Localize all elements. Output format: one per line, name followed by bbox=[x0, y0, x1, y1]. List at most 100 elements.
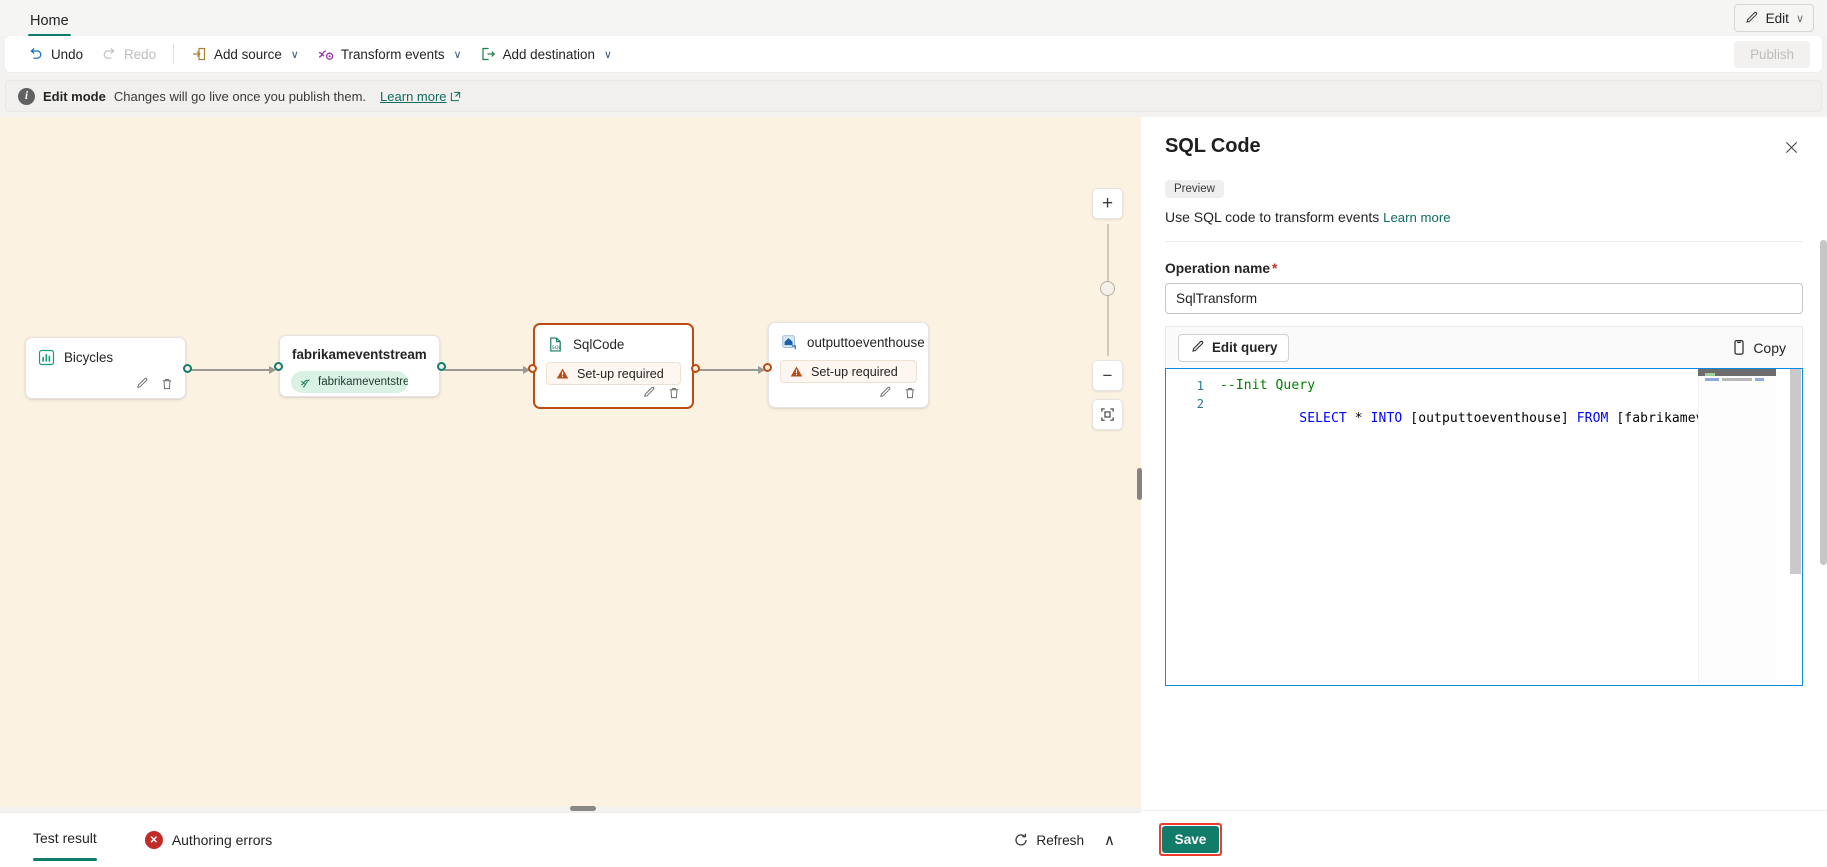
operation-name-input[interactable] bbox=[1165, 283, 1803, 314]
zoom-slider-thumb[interactable] bbox=[1100, 281, 1115, 296]
node-actions bbox=[135, 377, 174, 391]
chevron-up-icon: ∧ bbox=[1104, 832, 1115, 849]
canvas-node-fabrikameventstream[interactable]: fabrikameventstream fabrikameventstre... bbox=[273, 335, 446, 397]
node-title-row: SQL SqlCode bbox=[535, 325, 692, 353]
tab-home[interactable]: Home bbox=[22, 9, 77, 36]
undo-label: Undo bbox=[51, 46, 84, 62]
sql-code-editor[interactable]: 1 2 --Init Query SELECT * INTO [outputto… bbox=[1165, 368, 1803, 686]
add-source-label: Add source bbox=[214, 46, 282, 62]
canvas-node-outputtoeventhouse[interactable]: outputtoeventhouse Set-up required bbox=[762, 322, 929, 408]
editor-minimap[interactable] bbox=[1698, 369, 1776, 685]
redo-label: Redo bbox=[124, 46, 157, 62]
infobar-message: Changes will go live once you publish th… bbox=[113, 88, 367, 104]
warning-icon bbox=[556, 367, 569, 380]
editor-code-line-2: SELECT * INTO [outputtoeventhouse] FROM … bbox=[1220, 396, 1751, 441]
transform-events-button[interactable]: Transform events ∨ bbox=[308, 40, 471, 68]
preview-badge: Preview bbox=[1165, 180, 1224, 198]
panel-learn-more-link[interactable]: Learn more bbox=[1383, 210, 1451, 225]
minimap-line bbox=[1705, 378, 1719, 381]
edit-query-button[interactable]: Edit query bbox=[1178, 333, 1290, 362]
bottom-results-panel: Test result ✕ Authoring errors Refresh ∧ bbox=[0, 812, 1141, 867]
undo-icon bbox=[28, 46, 44, 62]
panel-split-handle[interactable] bbox=[1137, 468, 1142, 500]
minimap-line bbox=[1755, 378, 1764, 381]
sql-file-icon: SQL bbox=[547, 336, 564, 353]
copy-label: Copy bbox=[1753, 339, 1786, 356]
line-number: 1 bbox=[1196, 379, 1204, 393]
sql-code-panel: SQL Code Preview Use SQL code to transfo… bbox=[1141, 117, 1827, 867]
info-icon: i bbox=[18, 87, 35, 105]
close-icon[interactable] bbox=[1777, 133, 1805, 161]
eventhouse-icon bbox=[781, 334, 798, 351]
zoom-out-button[interactable]: − bbox=[1092, 360, 1123, 391]
bottom-panel-actions: Refresh ∧ bbox=[1013, 831, 1115, 849]
bottom-panel-drag-handle[interactable] bbox=[570, 806, 596, 811]
delete-icon[interactable] bbox=[903, 386, 917, 400]
node-label: fabrikameventstream bbox=[292, 347, 427, 362]
edit-query-label: Edit query bbox=[1212, 340, 1278, 355]
editor-vertical-scrollbar[interactable] bbox=[1788, 369, 1802, 685]
canvas-node-bicycles[interactable]: Bicycles bbox=[25, 337, 192, 399]
node-status-badge: Set-up required bbox=[780, 360, 917, 383]
node-input-port[interactable] bbox=[273, 362, 283, 371]
node-output-port[interactable] bbox=[690, 364, 700, 373]
fit-to-screen-icon bbox=[1100, 407, 1115, 422]
node-label: SqlCode bbox=[573, 337, 625, 352]
node-output-port[interactable] bbox=[182, 364, 192, 373]
authoring-errors-label: Authoring errors bbox=[171, 832, 273, 848]
copy-icon bbox=[1731, 339, 1747, 356]
collapse-panel-button[interactable]: ∧ bbox=[1104, 831, 1115, 849]
node-label: Bicycles bbox=[64, 350, 114, 365]
refresh-button[interactable]: Refresh bbox=[1013, 832, 1084, 848]
edit-icon[interactable] bbox=[878, 386, 892, 400]
minimap-line bbox=[1705, 373, 1715, 376]
refresh-label: Refresh bbox=[1036, 832, 1085, 848]
learn-more-link[interactable]: Learn more bbox=[380, 89, 460, 104]
node-output-port[interactable] bbox=[436, 362, 446, 371]
save-button[interactable]: Save bbox=[1162, 826, 1219, 853]
undo-button[interactable]: Undo bbox=[19, 40, 92, 68]
page-vertical-scrollbar[interactable] bbox=[1820, 240, 1827, 565]
operation-name-label: Operation name* bbox=[1165, 261, 1803, 276]
edge-sqlcode-to-eventhouse bbox=[698, 366, 765, 373]
add-destination-button[interactable]: Add destination ∨ bbox=[471, 40, 621, 68]
required-asterisk: * bbox=[1272, 261, 1278, 276]
tab-active-underline bbox=[28, 33, 71, 36]
sql-keyword-into: INTO bbox=[1370, 411, 1403, 426]
edit-icon[interactable] bbox=[135, 377, 149, 391]
eventstream-icon bbox=[299, 376, 312, 389]
node-input-port[interactable] bbox=[762, 363, 772, 372]
edit-button[interactable]: Edit ∨ bbox=[1733, 4, 1814, 32]
edge-eventstream-to-sqlcode bbox=[444, 366, 530, 373]
ribbon-tabstrip: Home Edit ∨ bbox=[0, 0, 1827, 36]
node-title-row: Bicycles bbox=[26, 338, 185, 366]
add-source-button[interactable]: Add source ∨ bbox=[182, 40, 308, 68]
delete-icon[interactable] bbox=[160, 377, 174, 391]
minus-icon: − bbox=[1102, 366, 1113, 385]
edit-icon[interactable] bbox=[642, 386, 656, 400]
edit-mode-infobar: i Edit mode Changes will go live once yo… bbox=[5, 80, 1822, 112]
delete-icon[interactable] bbox=[667, 386, 681, 400]
transform-events-icon bbox=[317, 46, 334, 62]
fit-to-screen-button[interactable] bbox=[1092, 399, 1123, 430]
warning-icon bbox=[790, 365, 803, 378]
zoom-in-button[interactable]: + bbox=[1092, 188, 1123, 219]
editor-minimap-slider[interactable] bbox=[1698, 369, 1776, 376]
add-destination-label: Add destination bbox=[502, 46, 595, 62]
editor-scrollbar-thumb[interactable] bbox=[1790, 369, 1801, 574]
node-input-port[interactable] bbox=[527, 364, 537, 373]
tab-home-label: Home bbox=[30, 13, 69, 29]
minimap-line bbox=[1722, 378, 1752, 381]
chevron-down-icon: ∨ bbox=[290, 48, 299, 61]
panel-footer: Save bbox=[1141, 810, 1827, 867]
copy-button[interactable]: Copy bbox=[1731, 339, 1790, 356]
canvas-node-sqlcode[interactable]: SQL SqlCode Set-up required bbox=[527, 323, 700, 409]
sql-keyword-from: FROM bbox=[1576, 411, 1609, 426]
authoring-errors-item[interactable]: ✕ Authoring errors bbox=[144, 831, 273, 849]
query-toolbar: Edit query Copy bbox=[1165, 326, 1803, 368]
operation-name-label-text: Operation name bbox=[1165, 261, 1271, 276]
chart-table-icon bbox=[38, 349, 55, 366]
pipeline-canvas[interactable]: Bicycles fabrikameventstream fab bbox=[0, 117, 1141, 807]
tab-test-result[interactable]: Test result bbox=[33, 830, 97, 861]
